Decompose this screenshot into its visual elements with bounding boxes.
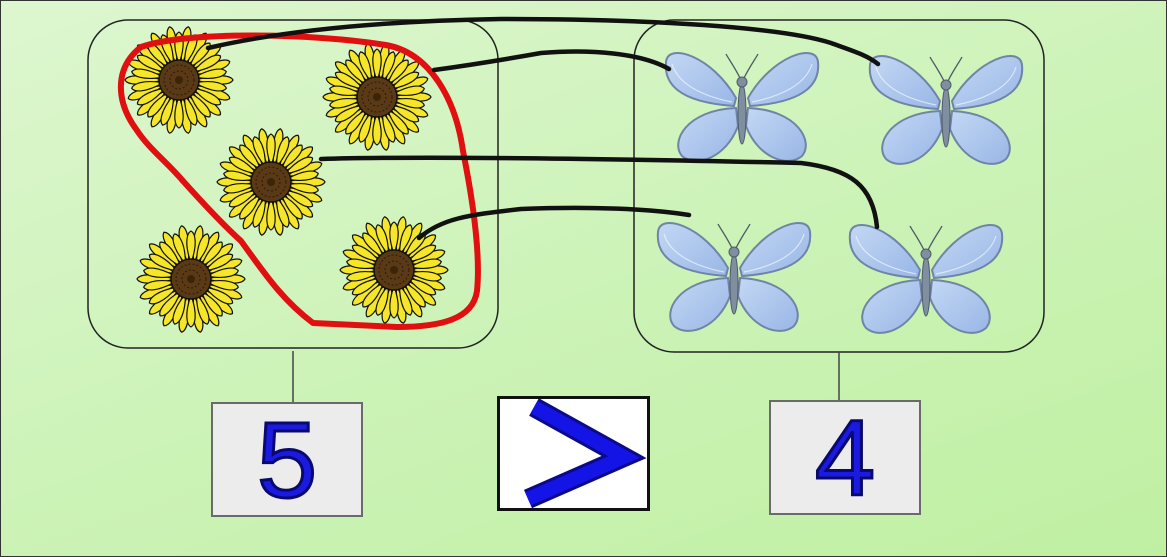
sunflower-icon xyxy=(216,127,326,237)
highlight-loop xyxy=(117,32,481,330)
butterfly-icon xyxy=(656,222,812,332)
sunflower-icon xyxy=(136,224,246,334)
butterfly-icon xyxy=(664,52,820,162)
sunflower-group-frame xyxy=(87,19,499,349)
greater-than-sign-icon xyxy=(523,398,647,509)
connector-line xyxy=(431,49,672,73)
comparison-symbol-text: > xyxy=(647,399,648,400)
comparison-sign-box: > xyxy=(497,396,650,511)
connector-line xyxy=(416,205,692,241)
sunflower-icon xyxy=(124,25,234,135)
butterfly-count-box: 4 xyxy=(769,400,921,515)
butterfly-icon xyxy=(848,224,1004,334)
sunflower-icon xyxy=(339,215,449,325)
connector-line xyxy=(318,155,880,230)
connector-line xyxy=(205,16,881,67)
sunflower-count-box: 5 xyxy=(211,402,363,517)
butterfly-icon xyxy=(868,55,1024,165)
